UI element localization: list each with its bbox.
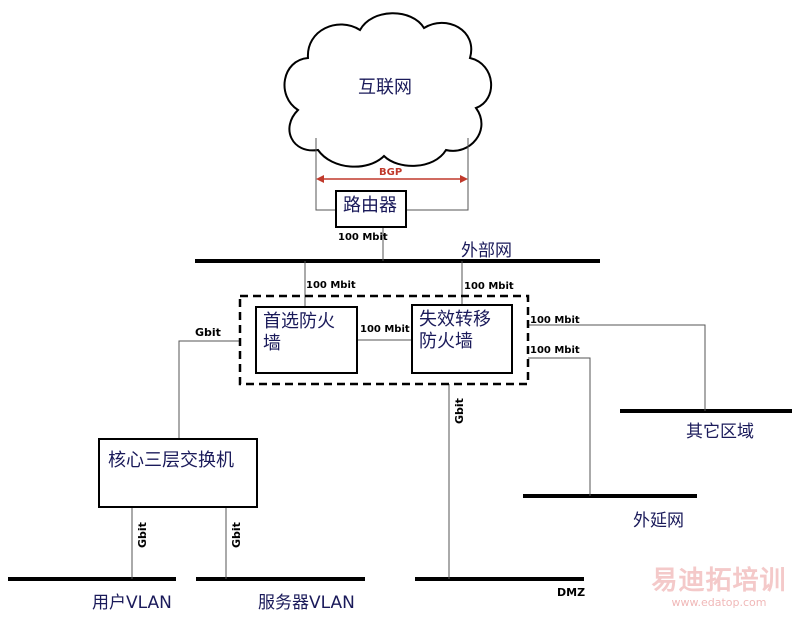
server-vlan-label: 服务器VLAN: [258, 593, 355, 613]
failover-external-speed: 100 Mbit: [464, 281, 514, 292]
failover-firewall-label: 失效转移防火墙: [419, 309, 491, 352]
bgp-label: BGP: [379, 167, 403, 178]
network-buses: [8, 259, 792, 581]
primary-firewall-label: 首选防火墙: [263, 311, 335, 354]
router-label: 路由器: [343, 195, 397, 216]
watermark: 易迪拓培训 www.edatop.com: [640, 566, 798, 610]
user-vlan-label: 用户VLAN: [92, 593, 172, 613]
internet-cloud: [283, 12, 492, 168]
core-fw-speed: Gbit: [195, 326, 221, 339]
core-switch-label: 核心三层交换机: [108, 450, 234, 471]
bgp-arrow: [316, 175, 468, 183]
cloud-router-links: [315, 138, 469, 211]
internet-label: 互联网: [358, 77, 412, 98]
fw-extranet-speed: 100 Mbit: [530, 345, 580, 356]
primary-firewall-node: 首选防火墙: [255, 306, 358, 374]
primary-external-speed: 100 Mbit: [306, 280, 356, 291]
external-network-label: 外部网: [461, 241, 512, 261]
router-external-speed: 100 Mbit: [338, 232, 388, 243]
dmz-label: DMZ: [557, 586, 586, 599]
router-node: 路由器: [335, 190, 407, 228]
other-zone-label: 其它区域: [686, 422, 754, 442]
watermark-text: 易迪拓培训: [651, 566, 787, 596]
failover-firewall-node: 失效转移防火墙: [411, 304, 513, 374]
connection-lines: [131, 228, 706, 579]
core-server-speed: Gbit: [230, 522, 243, 548]
fw-dmz-speed: Gbit: [453, 398, 466, 424]
fw-other-zone-speed: 100 Mbit: [530, 315, 580, 326]
core-user-speed: Gbit: [136, 522, 149, 548]
firewall-cluster-boundary: [238, 294, 530, 386]
fw-interlink-speed: 100 Mbit: [360, 324, 410, 335]
extranet-label: 外延网: [633, 511, 684, 531]
watermark-url: www.edatop.com: [671, 596, 767, 609]
core-switch-node: 核心三层交换机: [98, 438, 258, 508]
